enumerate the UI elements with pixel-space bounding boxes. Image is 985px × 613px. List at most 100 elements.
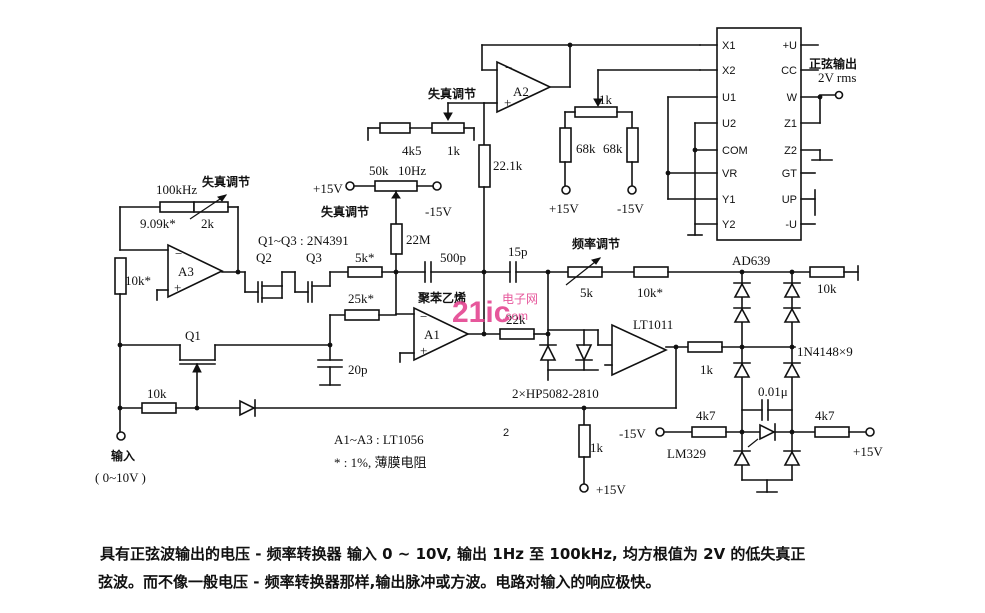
svg-text:20p: 20p (348, 362, 368, 377)
ad639-chip (716, 27, 802, 241)
diode-6 (783, 362, 801, 378)
svg-text:( 0~10V ): ( 0~10V ) (95, 470, 146, 485)
ic-pin-w: W (787, 92, 798, 104)
svg-text:+15V: +15V (596, 482, 626, 497)
svg-text:22k: 22k (506, 312, 526, 327)
svg-text:2: 2 (503, 427, 509, 439)
svg-text:50k: 50k (369, 163, 389, 178)
comparator-lt1011 (611, 323, 668, 377)
svg-text:A3: A3 (178, 264, 194, 279)
svg-text:1k: 1k (447, 143, 461, 158)
svg-text:1k: 1k (590, 440, 604, 455)
svg-text:频率调节: 频率调节 (572, 236, 620, 251)
svg-text:Q1: Q1 (185, 328, 201, 343)
svg-text:0.01μ: 0.01μ (758, 384, 788, 399)
figure-caption: 具有正弦波输出的电压 - 频率转换器 输入 0 ~ 10V, 输出 1Hz 至 … (98, 540, 978, 596)
svg-text:25k*: 25k* (348, 291, 374, 306)
svg-text:LT1011: LT1011 (633, 317, 673, 332)
svg-text:-15V: -15V (619, 426, 646, 441)
svg-text:68k: 68k (603, 141, 623, 156)
ad639-label: AD639 (732, 253, 770, 268)
ic-pin-u2: U2 (722, 118, 736, 130)
svg-text:+15V: +15V (313, 181, 343, 196)
svg-text:1k: 1k (700, 362, 714, 377)
svg-text:Q1~Q3 : 2N4391: Q1~Q3 : 2N4391 (258, 233, 349, 248)
svg-text:电子网: 电子网 (502, 292, 538, 306)
svg-text:10k*: 10k* (125, 273, 151, 288)
ic-pin-xu: +U (783, 40, 797, 52)
svg-text:10k: 10k (817, 281, 837, 296)
svg-text:22.1k: 22.1k (493, 158, 523, 173)
caption-line-1: 具有正弦波输出的电压 - 频率转换器 输入 0 ~ 10V, 输出 1Hz 至 … (100, 545, 806, 563)
svg-text:21ic: 21ic (452, 296, 510, 329)
ic-pin-z2: Z2 (784, 145, 797, 157)
svg-text:−: − (175, 246, 182, 261)
svg-text:+: + (174, 280, 181, 295)
svg-text:聚苯乙烯: 聚苯乙烯 (417, 290, 466, 305)
svg-text:A1~A3 : LT1056: A1~A3 : LT1056 (334, 432, 424, 447)
svg-text:500p: 500p (440, 250, 466, 265)
opamp-a3 (167, 243, 224, 299)
svg-text:2×HP5082-2810: 2×HP5082-2810 (512, 386, 599, 401)
ic-pin-u1: U1 (722, 92, 736, 104)
svg-text:-15V: -15V (617, 201, 644, 216)
svg-text:68k: 68k (576, 141, 596, 156)
svg-text:+: + (504, 95, 511, 110)
ic-pin-up: UP (782, 194, 797, 206)
svg-text:10Hz: 10Hz (398, 163, 426, 178)
watermark-logo: 21ic 电子网 .com (452, 292, 538, 329)
ic-pin-xu: -U (785, 219, 797, 231)
svg-text:10k*: 10k* (637, 285, 663, 300)
svg-text:2k: 2k (201, 216, 215, 231)
svg-text:+15V: +15V (853, 444, 883, 459)
svg-text:15p: 15p (508, 244, 528, 259)
ic-pin-y1: Y1 (722, 194, 735, 206)
svg-text:100kHz: 100kHz (156, 182, 197, 197)
svg-text:A2: A2 (513, 84, 529, 99)
caption-line-2: 弦波。而不像一般电压 - 频率转换器那样,输出脉冲或方波。电路对输入的响应极快。 (98, 573, 661, 591)
svg-text:输入: 输入 (111, 448, 135, 463)
svg-text:LM329: LM329 (667, 446, 706, 461)
svg-text:5k: 5k (580, 285, 594, 300)
diode-7 (733, 450, 751, 466)
svg-text:1N4148×9: 1N4148×9 (797, 344, 853, 359)
diode-8 (783, 450, 801, 466)
svg-text:Q2: Q2 (256, 250, 272, 265)
svg-text:正弦输出: 正弦输出 (809, 56, 857, 71)
svg-text:−: − (505, 60, 512, 75)
diode-5 (783, 307, 801, 323)
svg-text:+15V: +15V (549, 201, 579, 216)
svg-text:9.09k*: 9.09k* (140, 216, 176, 231)
diode-1 (733, 282, 751, 298)
svg-text:+: + (420, 343, 427, 358)
svg-text:A1: A1 (424, 327, 440, 342)
svg-text:* : 1%, 薄膜电阻: * : 1%, 薄膜电阻 (334, 455, 426, 470)
ic-pin-x1: X1 (722, 40, 735, 52)
diode-4 (783, 282, 801, 298)
opamp-a1 (413, 306, 470, 362)
svg-text:4k7: 4k7 (696, 408, 716, 423)
svg-text:5k*: 5k* (355, 250, 375, 265)
svg-text:Q3: Q3 (306, 250, 322, 265)
ic-pin-z1: Z1 (784, 118, 797, 130)
opamp-a2 (496, 60, 552, 114)
svg-text:失真调节: 失真调节 (202, 174, 250, 189)
diode-3 (733, 362, 751, 378)
ic-pin-vr: VR (722, 168, 737, 180)
svg-text:4k7: 4k7 (815, 408, 835, 423)
diode-2 (733, 307, 751, 323)
svg-text:1k: 1k (599, 92, 613, 107)
svg-text:2V rms: 2V rms (818, 70, 856, 85)
svg-text:4k5: 4k5 (402, 143, 422, 158)
svg-text:22M: 22M (406, 232, 431, 247)
ic-pin-x2: X2 (722, 65, 735, 77)
svg-text:−: − (420, 309, 427, 324)
ic-pin-com: COM (722, 145, 748, 157)
svg-text:失真调节: 失真调节 (321, 204, 369, 219)
svg-text:-15V: -15V (425, 204, 452, 219)
ic-pin-cc: CC (781, 65, 797, 77)
